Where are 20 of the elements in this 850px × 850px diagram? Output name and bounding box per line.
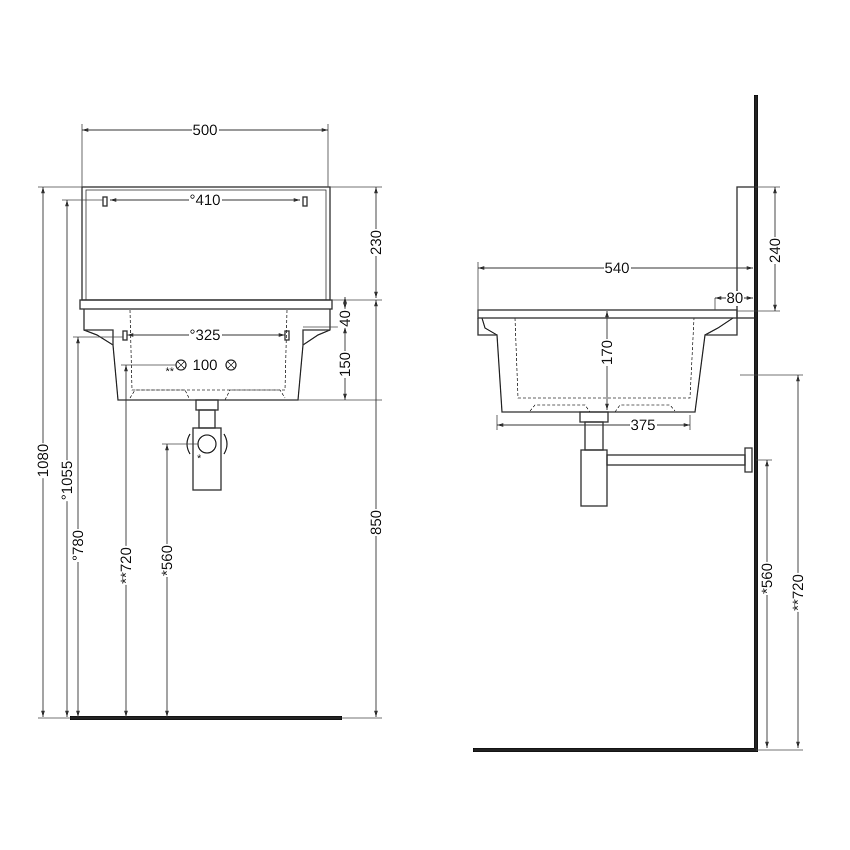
dimension-label: 230 bbox=[368, 228, 384, 256]
dimension-label: 1080 bbox=[36, 442, 51, 478]
dimension-label: °780 bbox=[70, 528, 86, 562]
dimension-label: °1055 bbox=[60, 459, 75, 501]
dimension-label: 170 bbox=[600, 338, 615, 366]
dimension-label: °325 bbox=[188, 328, 222, 342]
dimension-label: 150 bbox=[338, 350, 353, 378]
dimension-label: 540 bbox=[604, 260, 631, 276]
dimension-label: *560 bbox=[759, 562, 774, 594]
dimension-label: *560 bbox=[159, 544, 174, 576]
dimension-label: 375 bbox=[630, 418, 657, 432]
dimension-label: 500 bbox=[192, 122, 219, 138]
dimension-label: **720 bbox=[790, 572, 806, 612]
dimension-label: 80 bbox=[726, 290, 744, 306]
dimension-label: **720 bbox=[118, 546, 134, 584]
dimension-label: °410 bbox=[188, 192, 222, 208]
dimension-label: 100 bbox=[192, 358, 219, 372]
dimension-label: 240 bbox=[768, 236, 783, 264]
dimension-label: 40 bbox=[337, 308, 352, 328]
dimension-label: 850 bbox=[368, 508, 384, 536]
